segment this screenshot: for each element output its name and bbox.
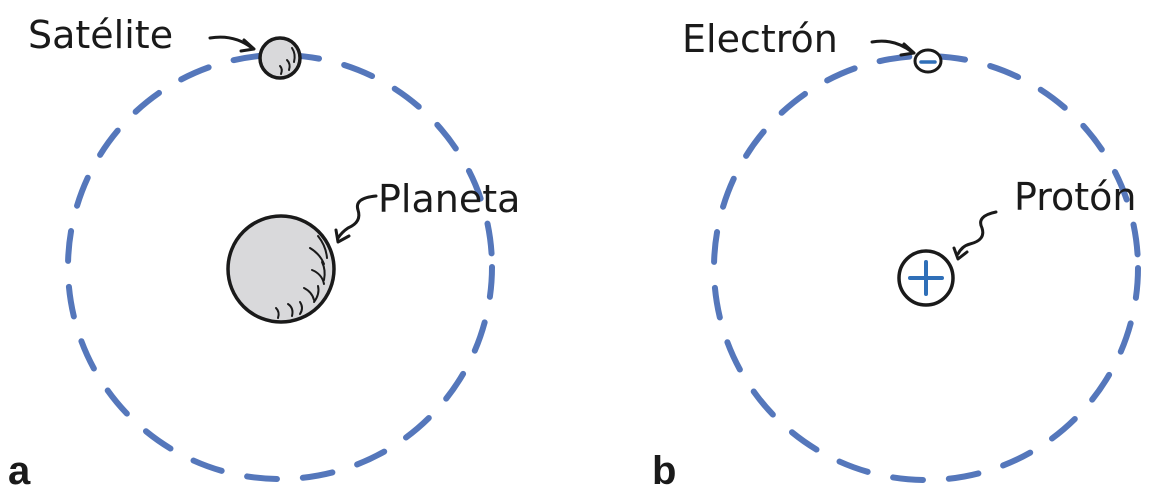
electron-orbit: [711, 53, 1141, 483]
planet-label: Planeta: [378, 177, 520, 221]
panel-a-letter: a: [8, 449, 31, 491]
planet-shading: [275, 235, 328, 319]
panel-b: Electrón Protón b: [652, 17, 1141, 491]
electron-arrow: [870, 39, 916, 57]
panel-a: Satélite Planeta a: [8, 13, 520, 491]
panel-b-letter: b: [652, 449, 676, 491]
proton-arrow: [952, 210, 998, 261]
electron-label: Electrón: [682, 17, 838, 61]
satellite-orbit: [65, 52, 495, 482]
satellite-label: Satélite: [28, 13, 173, 57]
planet: [226, 214, 336, 324]
plus-sign-icon: [908, 260, 944, 296]
satellite: [258, 36, 302, 80]
satellite-arrow: [208, 35, 256, 53]
electron: [913, 48, 943, 74]
proton: [897, 249, 955, 307]
proton-label: Protón: [1014, 175, 1137, 219]
planet-arrow: [334, 194, 378, 244]
